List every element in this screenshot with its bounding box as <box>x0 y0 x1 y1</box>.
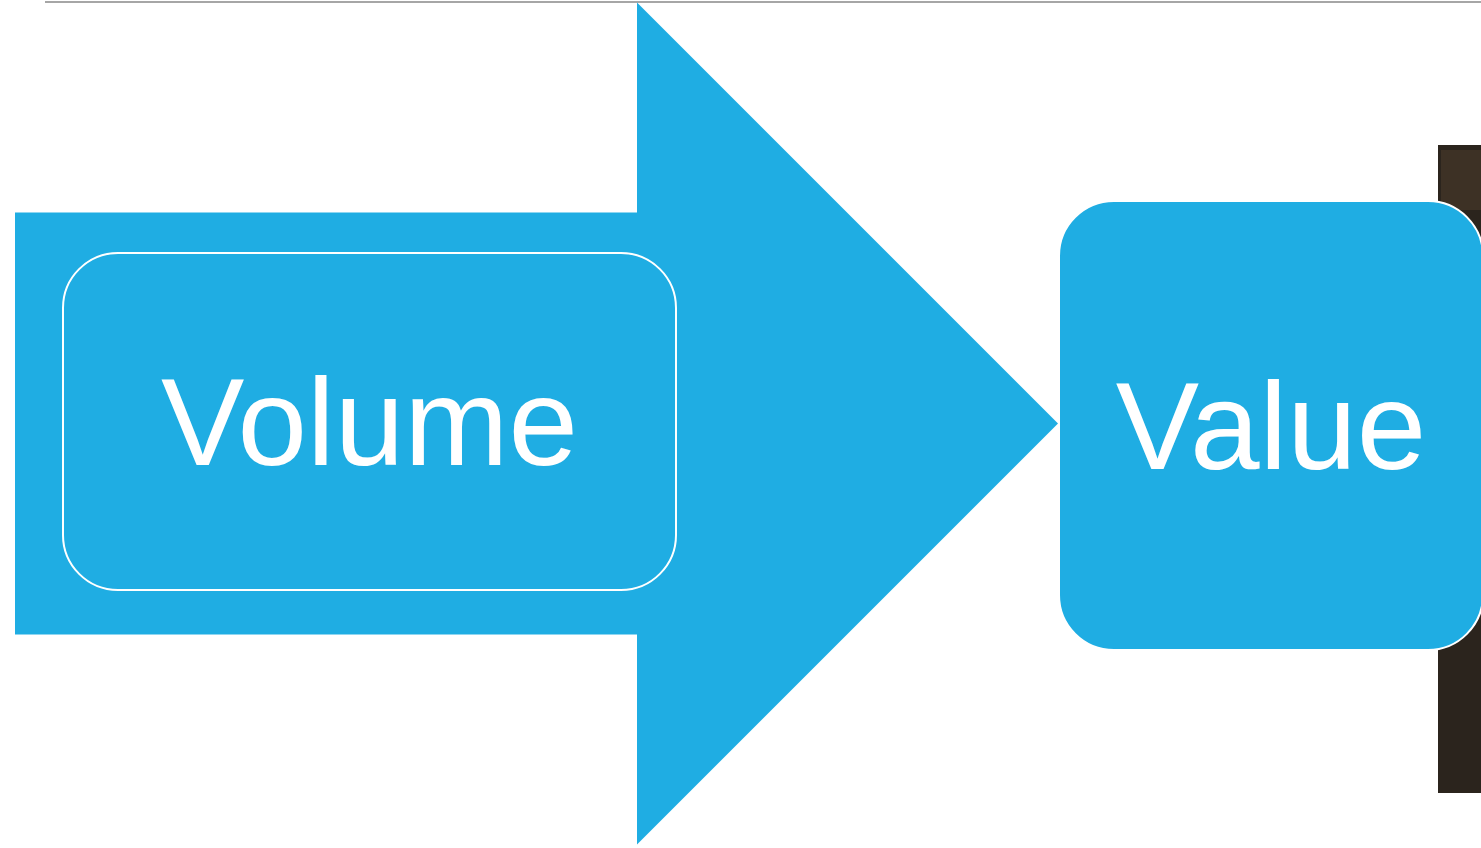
input-box: Volume <box>62 252 677 591</box>
photo-detail <box>1441 150 1481 210</box>
block-arrow <box>15 3 1058 845</box>
box-label: Volume <box>161 359 578 484</box>
box-label: Value <box>1116 363 1426 488</box>
top-rule <box>45 1 1481 3</box>
output-box: Value <box>1058 200 1481 651</box>
